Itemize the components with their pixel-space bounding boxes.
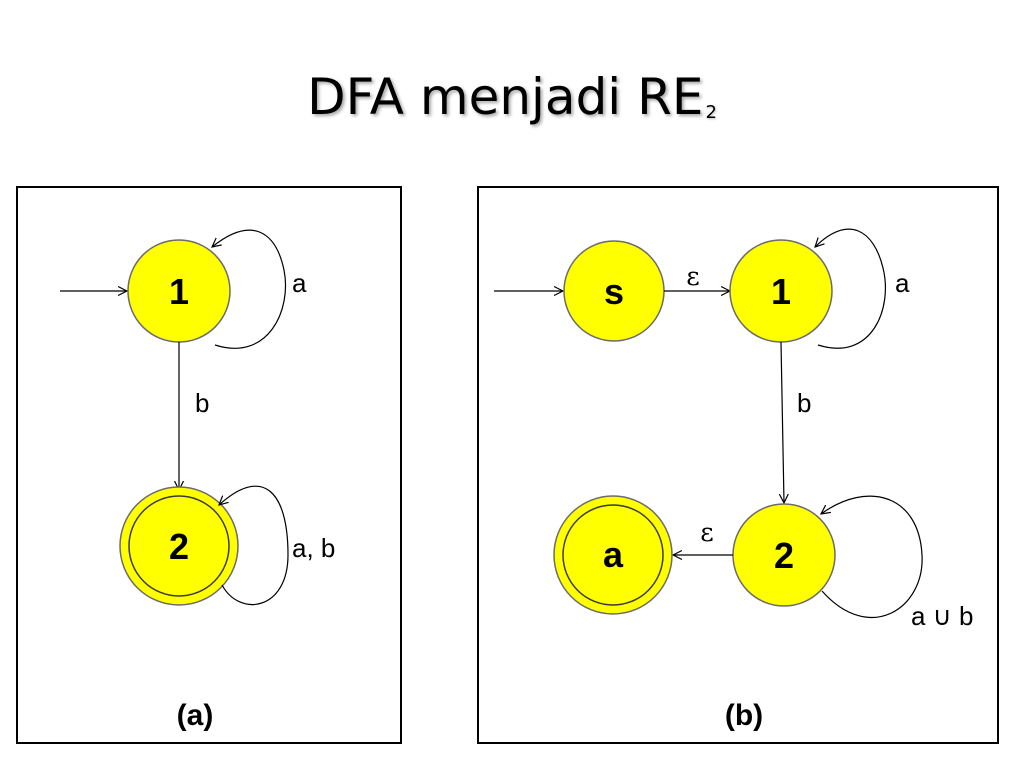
panel-b-loop-1	[815, 228, 887, 349]
panel-a-loop-1-label: a	[292, 268, 307, 298]
panel-b-state-s-label: s	[604, 271, 624, 312]
panel-b-loop-2-label: a ∪ b	[911, 601, 973, 631]
slide-title-main: DFA menjadi RE	[307, 68, 704, 126]
panel-b-state-1-label: 1	[771, 271, 791, 312]
panel-b-loop-1-label: a	[895, 268, 910, 298]
panel-a-state-2-label: 2	[169, 526, 189, 567]
panel-b-edge-1-2-label: b	[797, 388, 811, 418]
panel-b-state-2-label: 2	[774, 535, 794, 576]
panel-b-edge-2-accept-label: ε	[700, 518, 713, 548]
panel-a-caption: (a)	[177, 699, 214, 732]
panel-b-frame	[477, 186, 999, 744]
panel-b-state-accept-label: a	[603, 534, 624, 575]
panel-b-state-s: s	[563, 240, 665, 342]
panel-b-edge-s-1-label: ε	[686, 262, 699, 292]
panel-b-loop-2	[821, 495, 923, 619]
panel-a-frame	[16, 186, 402, 744]
panel-a-state-1: 1	[127, 239, 231, 343]
panel-a-loop-2	[219, 485, 289, 606]
panel-b-state-2: 2	[732, 503, 836, 607]
panel-a-loop-1	[212, 229, 287, 349]
panel-b-caption: (b)	[725, 699, 763, 732]
panel-a: 1 a b 2 a, b (a)	[16, 186, 402, 744]
panel-b-edge-1-2	[781, 341, 784, 503]
panel-a-state-2: 2	[119, 486, 239, 606]
panel-b-state-accept: a	[553, 495, 673, 615]
panel-b-state-1: 1	[729, 239, 833, 343]
panel-b: s ε 1 a b 2 a ∪ b ε a	[477, 186, 999, 744]
slide-title-subscript: 2	[705, 102, 717, 123]
panel-a-loop-2-label: a, b	[292, 533, 335, 563]
panel-a-edge-1-2-label: b	[195, 388, 209, 418]
panel-a-state-1-label: 1	[169, 271, 189, 312]
